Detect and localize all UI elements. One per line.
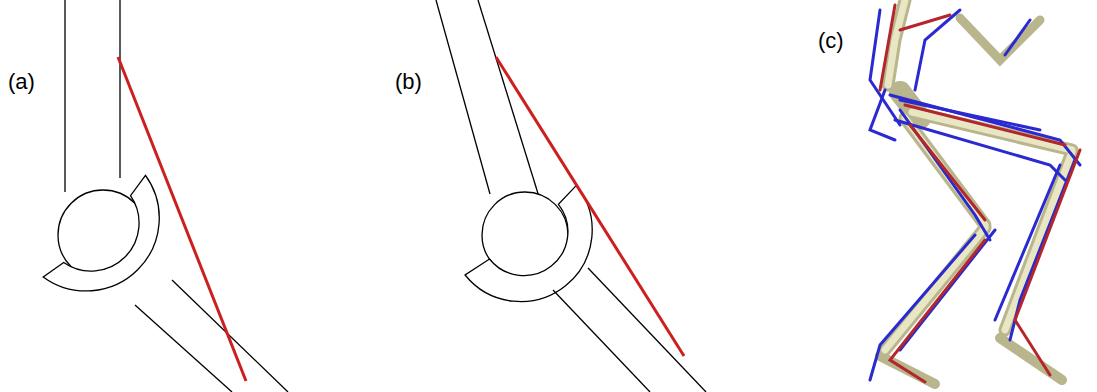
muscle-path xyxy=(118,57,246,381)
upper-segment-edge xyxy=(436,0,490,194)
bones xyxy=(880,0,1072,384)
lower-segment-edge xyxy=(553,290,650,392)
lower-segment-edge xyxy=(135,305,232,392)
upper-segment-edge xyxy=(64,0,65,192)
arm xyxy=(960,18,1040,60)
joint-a xyxy=(43,0,288,392)
tibia xyxy=(885,228,985,350)
muscle-lines-blue xyxy=(870,10,1080,380)
muscle-path xyxy=(496,57,684,356)
upper-segment-edge xyxy=(119,0,120,178)
skeleton-model xyxy=(870,0,1080,384)
panel-label: (c) xyxy=(818,30,844,52)
panel-label: (b) xyxy=(395,71,422,93)
wrap-surface xyxy=(43,175,159,291)
spine xyxy=(888,0,905,85)
panel-label: (a) xyxy=(8,71,35,93)
wrap-surface xyxy=(465,185,592,301)
bone-highlights xyxy=(885,0,1072,350)
joint-b xyxy=(436,0,706,392)
upper-segment-edge xyxy=(478,0,540,200)
muscle-lines-red xyxy=(880,5,1080,382)
lower-segment-edge xyxy=(172,280,288,392)
lower-segment-edge xyxy=(588,268,706,392)
